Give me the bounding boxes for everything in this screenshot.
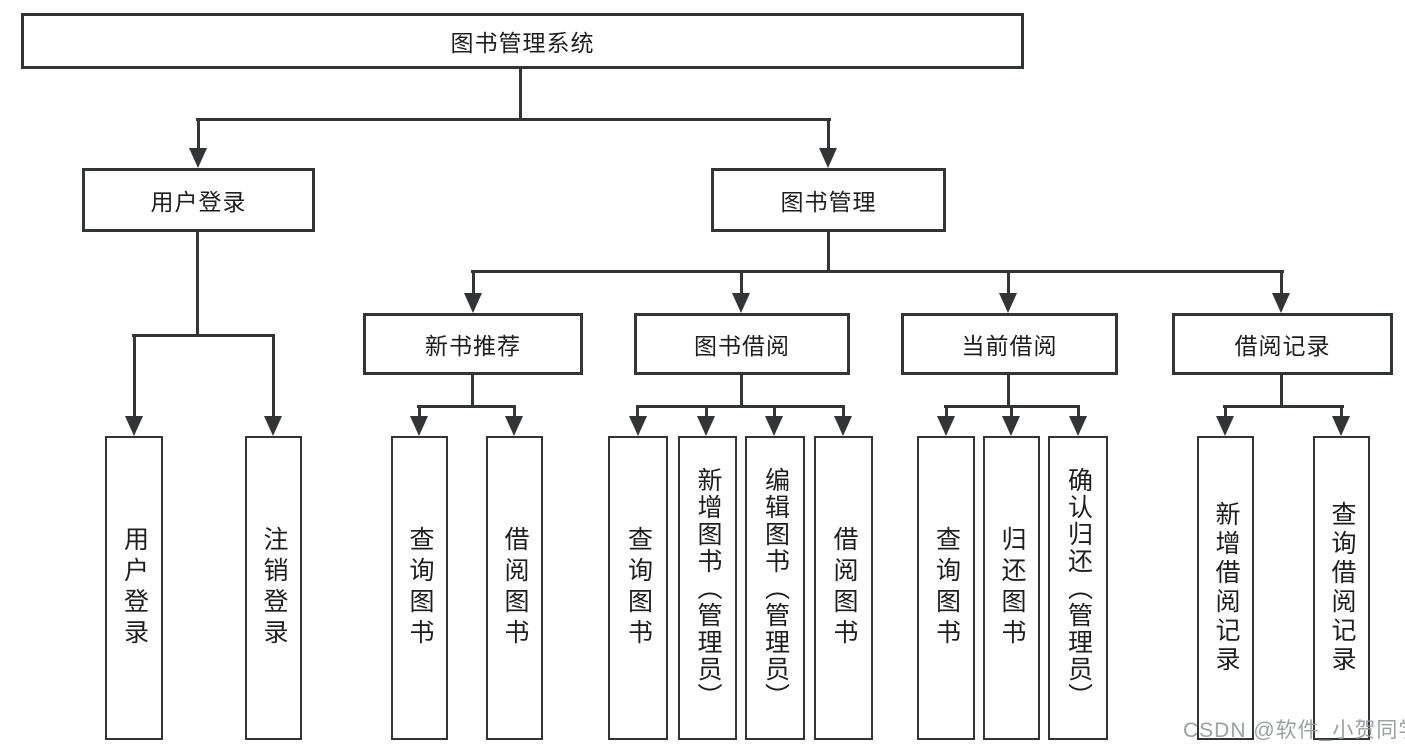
connector-line: [1340, 405, 1343, 417]
connector-line: [196, 118, 831, 121]
node-label: 图书借阅: [694, 333, 790, 359]
csdn-watermark: CSDN @软件_小贺同学: [1183, 719, 1405, 742]
connector-line: [1280, 375, 1283, 407]
node-label: 借阅图书: [501, 526, 529, 650]
connector-line: [417, 405, 516, 408]
node-borrowing-records: 借阅记录: [1172, 313, 1393, 375]
arrow-down-icon: [1272, 293, 1290, 313]
connector-line: [418, 405, 421, 417]
connector-line: [740, 270, 743, 294]
leaf-add-book-admin: 新增图书（管理员）: [678, 436, 737, 740]
connector-line: [196, 232, 199, 336]
arrow-down-icon: [697, 416, 715, 436]
leaf-confirm-return-admin: 确认归还（管理员）: [1048, 436, 1108, 740]
arrow-down-icon: [937, 416, 955, 436]
leaf-add-borrow-record: 新增借阅记录: [1197, 436, 1254, 740]
leaf-query-borrow-record: 查询借阅记录: [1313, 436, 1370, 740]
arrow-down-icon: [629, 416, 647, 436]
arrow-down-icon: [464, 293, 482, 313]
arrow-down-icon: [505, 416, 523, 436]
connector-line: [513, 405, 516, 417]
connector-line: [842, 405, 845, 417]
node-label: 用户登录: [150, 189, 247, 215]
node-label: 注销登录: [260, 526, 288, 650]
leaf-edit-book-admin: 编辑图书（管理员）: [745, 436, 805, 740]
connector-line: [945, 405, 948, 417]
node-label: 编辑图书（管理员）: [761, 466, 790, 710]
connector-line: [1077, 405, 1080, 417]
arrow-down-icon: [999, 293, 1017, 313]
arrow-down-icon: [264, 416, 282, 436]
connector-line: [1007, 270, 1010, 294]
node-library-management-system: 图书管理系统: [21, 13, 1024, 69]
connector-line: [133, 334, 136, 417]
arrow-down-icon: [125, 416, 143, 436]
node-label: 新书推荐: [425, 333, 521, 359]
leaf-query-books-recommend: 查询图书: [391, 436, 448, 740]
node-label: 查询图书: [406, 526, 434, 650]
node-label: 新增借阅记录: [1212, 501, 1240, 675]
arrow-down-icon: [765, 416, 783, 436]
node-label: 查询图书: [932, 526, 961, 650]
node-label: 用户登录: [120, 526, 149, 650]
arrow-down-icon: [1069, 416, 1087, 436]
node-label: 归还图书: [998, 526, 1026, 650]
connector-line: [827, 118, 830, 150]
connector-line: [1007, 375, 1010, 407]
arrow-down-icon: [1332, 416, 1350, 436]
connector-line: [519, 69, 522, 120]
connector-line: [773, 405, 776, 417]
leaf-query-books-borrowing: 查询图书: [608, 436, 668, 740]
connector-line: [472, 270, 475, 294]
arrow-down-icon: [1216, 416, 1234, 436]
connector-line: [1010, 405, 1013, 417]
node-label: 查询图书: [624, 526, 653, 650]
node-label: 当前借阅: [961, 333, 1058, 359]
connector-line: [1223, 405, 1344, 408]
leaf-user-login: 用户登录: [105, 436, 163, 740]
connector-line: [132, 334, 275, 337]
connector-line: [636, 405, 639, 417]
leaf-borrow-books-borrowing: 借阅图书: [814, 436, 873, 740]
node-new-book-recommendation: 新书推荐: [363, 313, 583, 375]
leaf-borrow-books-recommend: 借阅图书: [486, 436, 543, 740]
connector-line: [471, 270, 1284, 273]
node-label: 借阅图书: [830, 526, 858, 650]
node-label: 确认归还（管理员）: [1064, 466, 1093, 710]
arrow-down-icon: [410, 416, 428, 436]
node-current-borrowing: 当前借阅: [901, 313, 1118, 375]
connector-line: [636, 405, 845, 408]
node-label: 图书管理系统: [450, 30, 595, 56]
arrow-down-icon: [189, 148, 207, 168]
leaf-return-book: 归还图书: [983, 436, 1040, 740]
leaf-query-books-current: 查询图书: [917, 436, 975, 740]
node-label: 新增图书（管理员）: [694, 466, 722, 710]
connector-line: [1280, 270, 1283, 294]
arrow-down-icon: [834, 416, 852, 436]
node-label: 借阅记录: [1234, 333, 1331, 359]
node-book-borrowing: 图书借阅: [634, 313, 850, 375]
connector-line: [1224, 405, 1227, 417]
connector-line: [827, 232, 830, 273]
connector-line: [272, 334, 275, 417]
leaf-logout: 注销登录: [245, 436, 302, 740]
connector-line: [740, 375, 743, 407]
connector-line: [705, 405, 708, 417]
node-label: 查询借阅记录: [1328, 501, 1356, 675]
connector-line: [197, 118, 200, 150]
node-book-management-branch: 图书管理: [711, 168, 946, 232]
node-label: 图书管理: [780, 189, 877, 215]
arrow-down-icon: [1002, 416, 1020, 436]
arrow-down-icon: [732, 293, 750, 313]
node-user-login-branch: 用户登录: [82, 168, 315, 232]
connector-line: [471, 375, 474, 407]
arrow-down-icon: [819, 148, 837, 168]
